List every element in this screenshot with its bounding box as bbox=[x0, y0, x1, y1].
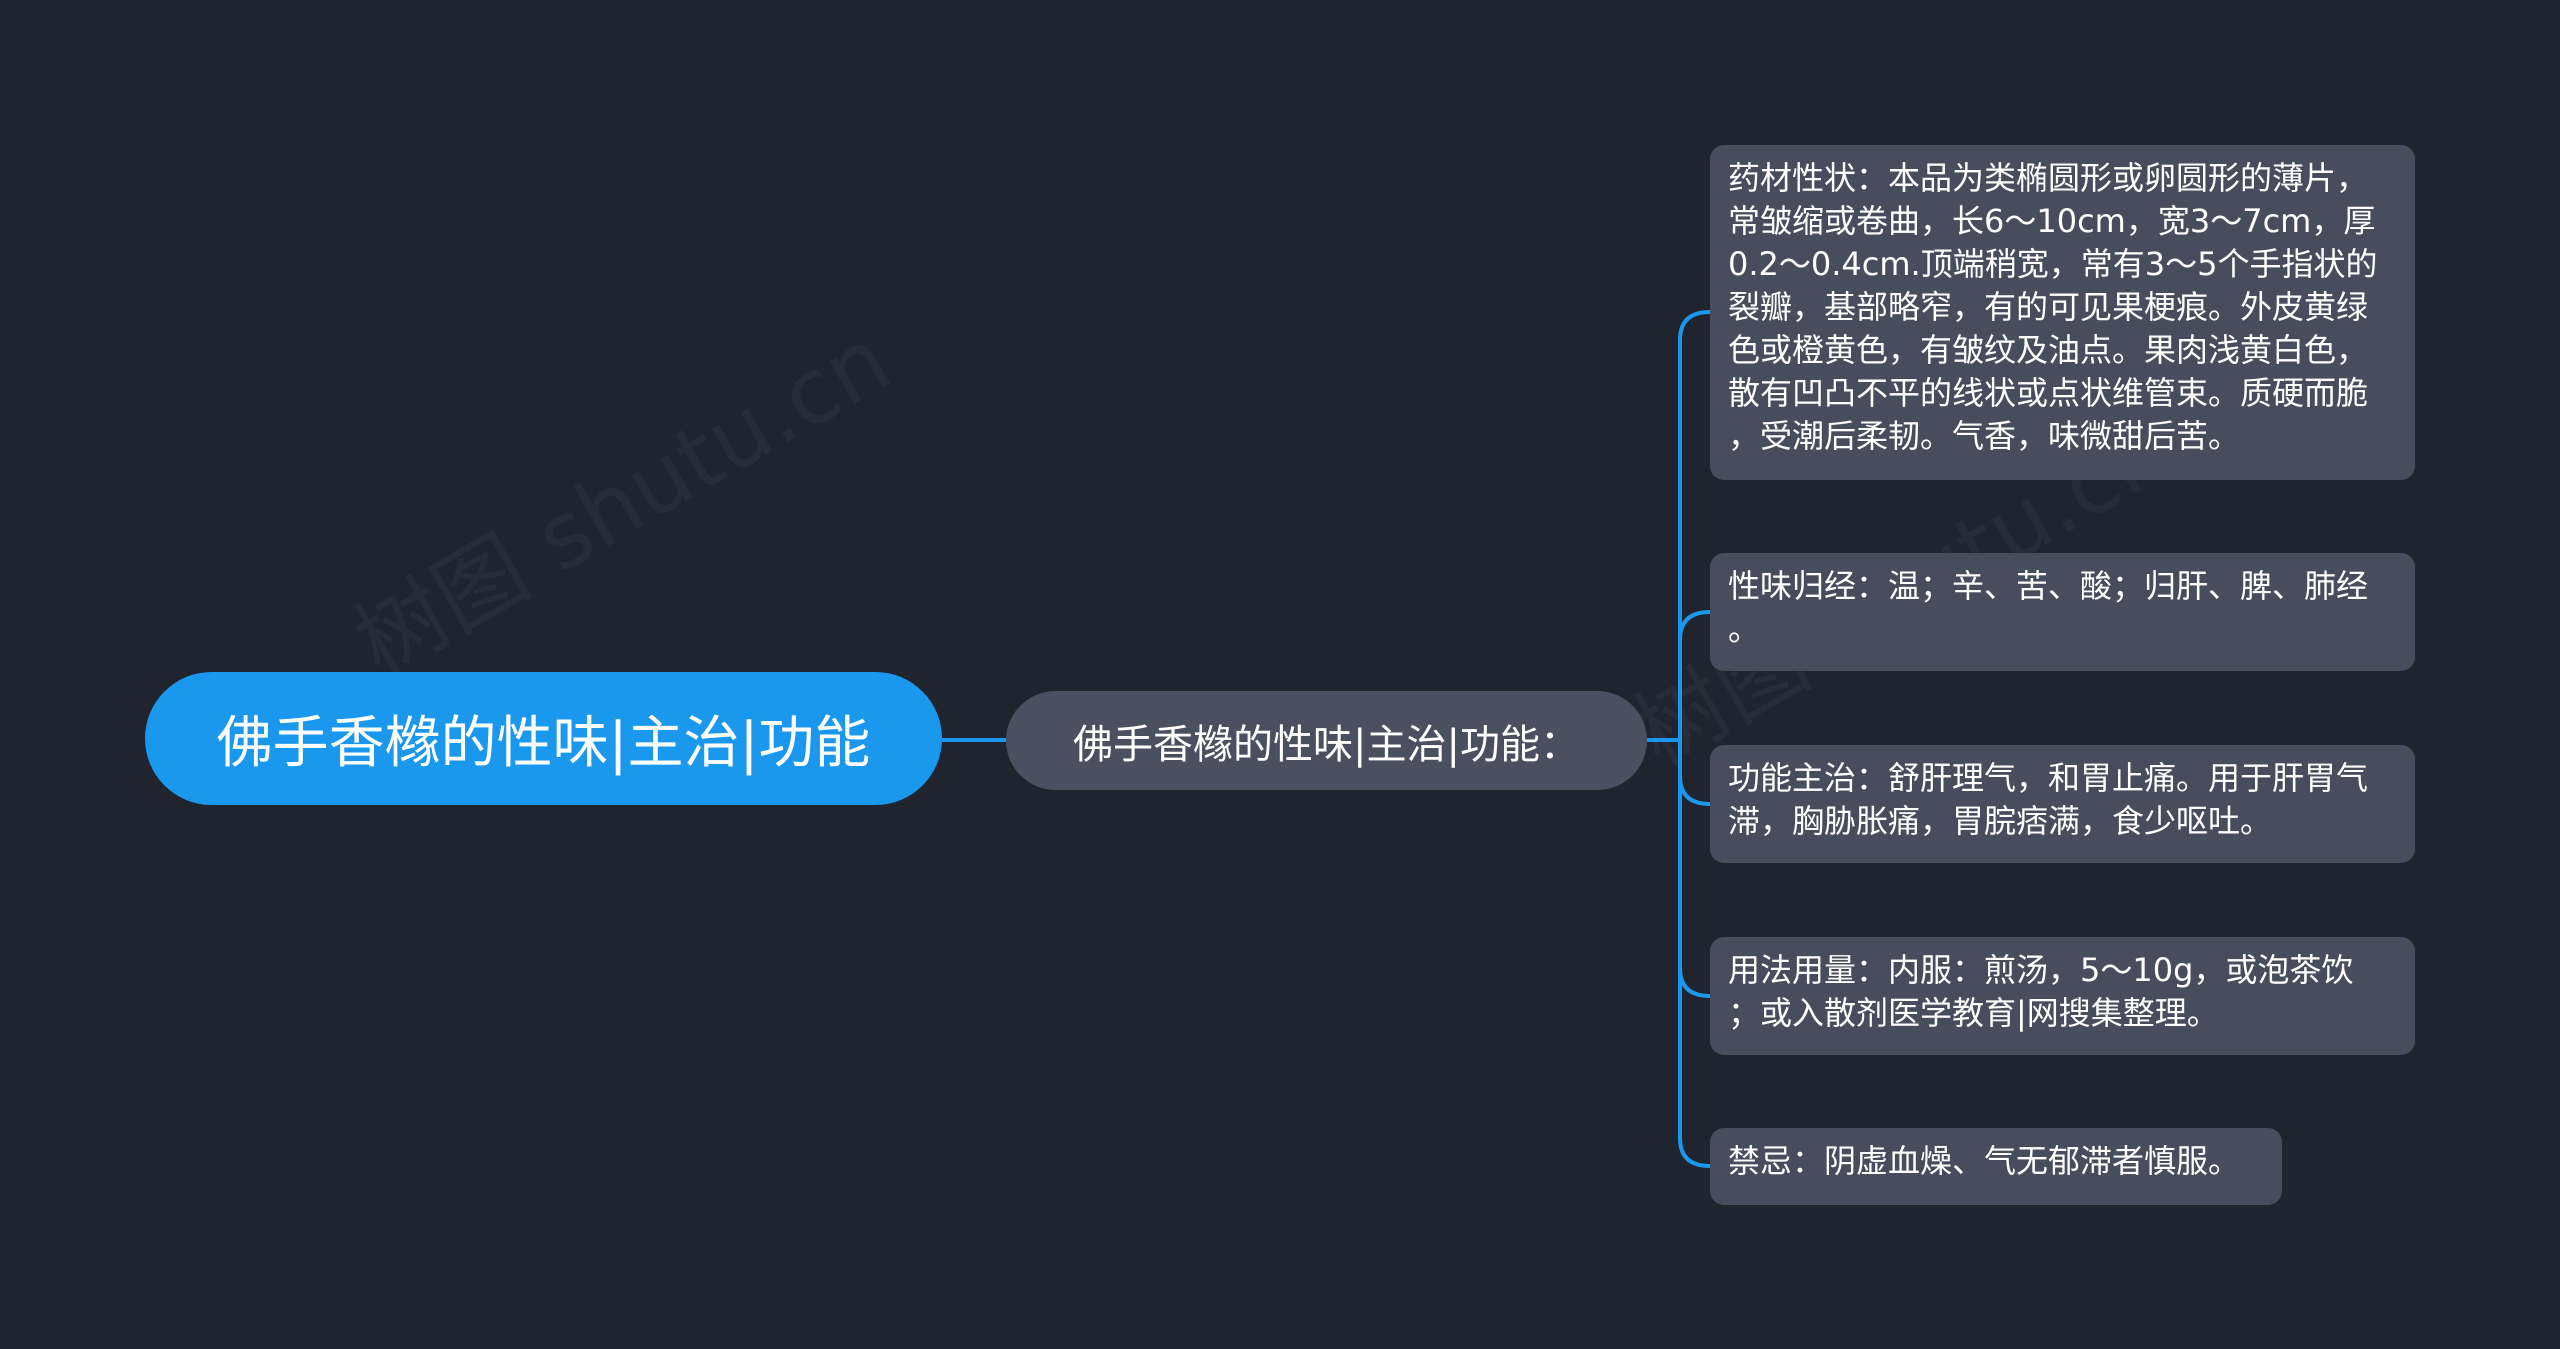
text-line: 滞，胸胁胀痛，胃脘痞满，食少呕吐。 bbox=[1728, 802, 2273, 840]
text-line: 功能主治：舒肝理气，和胃止痛。用于肝胃气 bbox=[1728, 759, 2369, 797]
text-line: ，受潮后柔韧。气香，味微甜后苦。 bbox=[1728, 417, 2241, 455]
text-line: 用法用量：内服：煎汤，5～10g，或泡茶饮 bbox=[1728, 951, 2354, 989]
text-line: 药材性状：本品为类椭圆形或卵圆形的薄片， bbox=[1728, 159, 2369, 197]
leaf-topic-contraindication[interactable]: 禁忌：阴虚血燥、气无郁滞者慎服。 bbox=[1710, 1128, 2282, 1205]
text-line: 禁忌：阴虚血燥、气无郁滞者慎服。 bbox=[1728, 1142, 2241, 1180]
connector-leaf-2 bbox=[1678, 610, 1711, 740]
text-line: 散有凹凸不平的线状或点状维管束。质硬而脆 bbox=[1728, 374, 2369, 412]
connector-leaf-1 bbox=[1678, 310, 1711, 740]
connector-leaf-5 bbox=[1678, 740, 1711, 1168]
root-topic-label: 佛手香橼的性味|主治|功能 bbox=[216, 711, 871, 776]
connector-leaf-3 bbox=[1678, 740, 1711, 806]
leaf-topic-function[interactable]: 功能主治：舒肝理气，和胃止痛。用于肝胃气 滞，胸胁胀痛，胃脘痞满，食少呕吐。 bbox=[1710, 745, 2415, 863]
leaf-topic-properties[interactable]: 药材性状：本品为类椭圆形或卵圆形的薄片， 常皱缩或卷曲，长6～10cm，宽3～7… bbox=[1710, 145, 2415, 480]
connector-leaf-4 bbox=[1678, 740, 1711, 998]
branch-topic-label: 佛手香橼的性味|主治|功能： bbox=[1073, 721, 1580, 768]
branch-topic[interactable]: 佛手香橼的性味|主治|功能： bbox=[1006, 691, 1647, 790]
text-line: 常皱缩或卷曲，长6～10cm，宽3～7cm，厚 bbox=[1728, 202, 2376, 240]
text-line: 性味归经：温；辛、苦、酸；归肝、脾、肺经 bbox=[1728, 567, 2369, 605]
text-line: ；或入散剂医学教育|网搜集整理。 bbox=[1728, 994, 2219, 1032]
text-line: 色或橙黄色，有皱纹及油点。果肉浅黄白色， bbox=[1728, 331, 2369, 369]
text-line: 。 bbox=[1728, 610, 1761, 648]
text-line: 0.2～0.4cm.顶端稍宽，常有3～5个手指状的 bbox=[1728, 245, 2378, 283]
leaf-topic-usage[interactable]: 用法用量：内服：煎汤，5～10g，或泡茶饮 ；或入散剂医学教育|网搜集整理。 bbox=[1710, 937, 2415, 1055]
root-topic[interactable]: 佛手香橼的性味|主治|功能 bbox=[145, 672, 942, 805]
leaf-topic-nature[interactable]: 性味归经：温；辛、苦、酸；归肝、脾、肺经 。 bbox=[1710, 553, 2415, 671]
text-line: 裂瓣，基部略窄，有的可见果梗痕。外皮黄绿 bbox=[1728, 288, 2369, 326]
